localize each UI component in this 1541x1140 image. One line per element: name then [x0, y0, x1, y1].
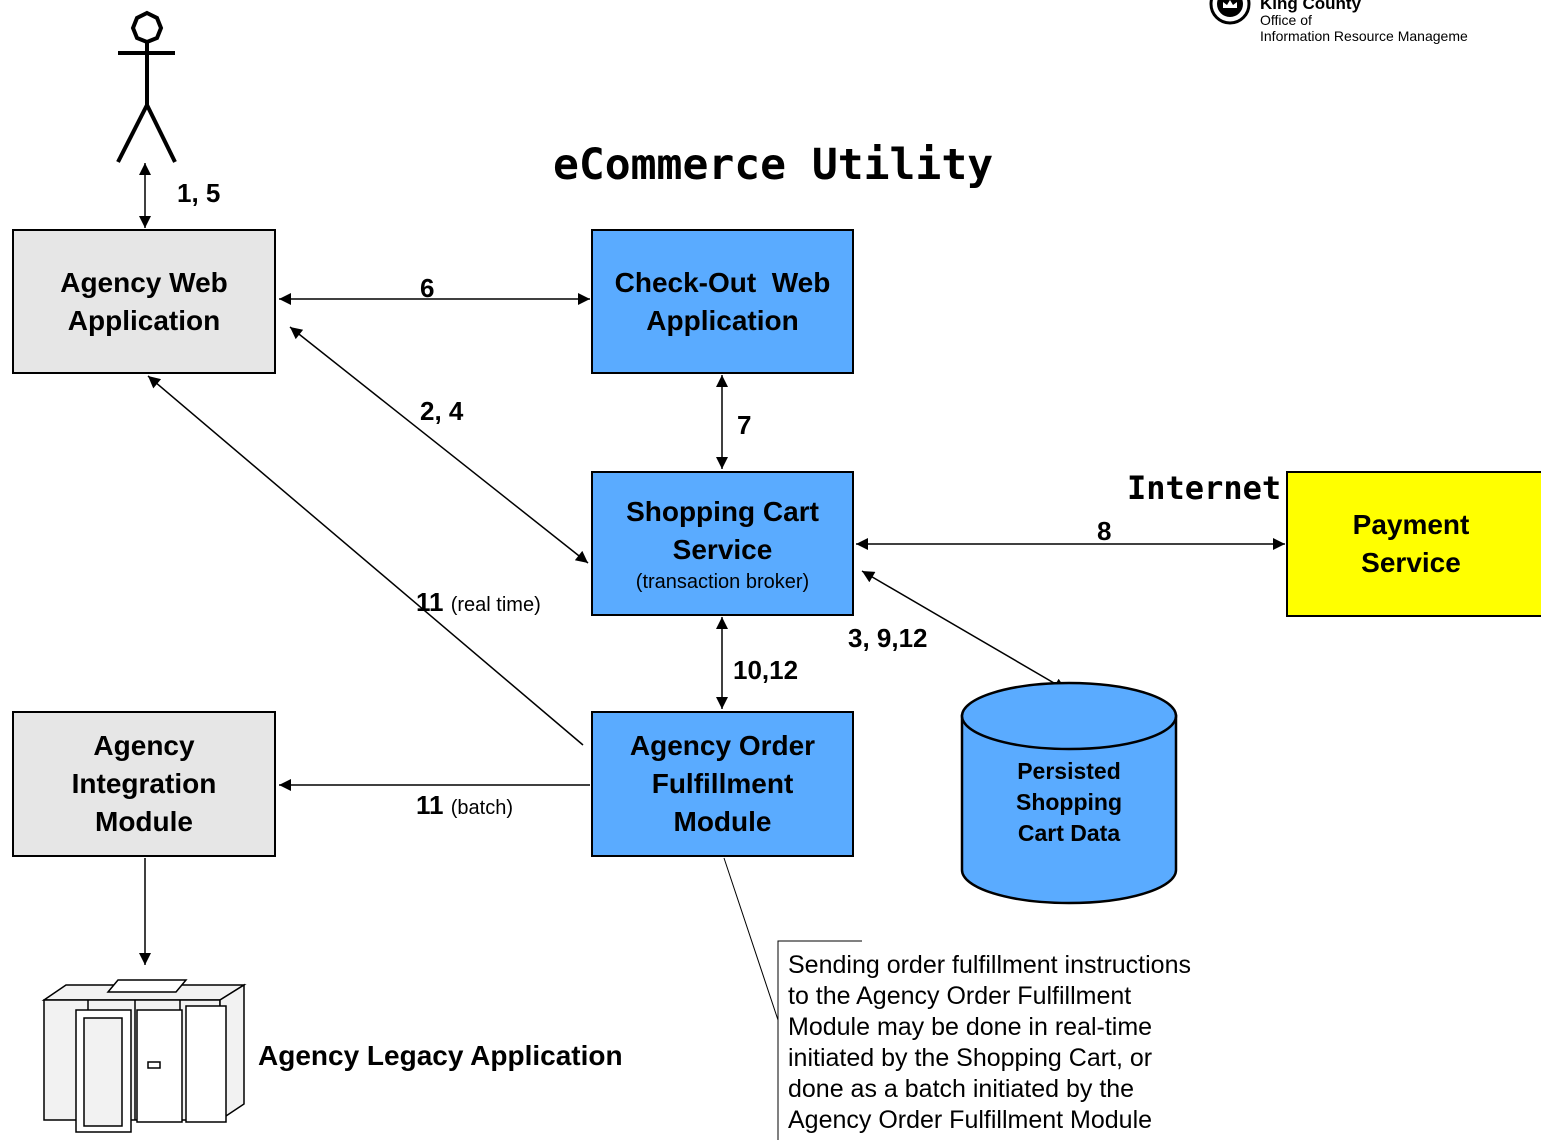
- legacy-server-icon: [41, 979, 247, 1133]
- persisted-line3: Cart Data: [1017, 820, 1121, 846]
- logo-org-name: King County: [1260, 0, 1362, 13]
- edge-label-fulfill-integration-num: 11: [416, 790, 444, 820]
- edge-label-cart-persist: 3, 9,12: [848, 623, 928, 653]
- note-border: [777, 940, 862, 1140]
- payment-line2: Service: [1361, 547, 1461, 578]
- edge-label-fulfill-web-num: 11: [416, 587, 444, 617]
- edge-label-web-checkout: 6: [420, 273, 435, 303]
- edge-cart-persist: [861, 570, 1067, 691]
- integration-line2: Integration: [71, 768, 217, 799]
- edge-label-cart-fulfill: 10,12: [733, 655, 799, 685]
- fulfillment-line3: Module: [673, 806, 772, 837]
- edge-label-fulfill-web: 11 (real time): [416, 587, 541, 618]
- edge-label-fulfill-integration-note: (batch): [450, 797, 513, 819]
- cart-line2: Service: [672, 533, 773, 565]
- edge-label-fulfill-web-note: (real time): [450, 594, 541, 616]
- fulfillment-note: Sending order fulfillment instructions t…: [778, 940, 1298, 1136]
- order-fulfillment-module-box: Agency Order Fulfillment Module: [591, 711, 854, 857]
- payment-service-box: Payment Service: [1286, 471, 1541, 617]
- note-pointer: [723, 857, 779, 1021]
- note-line: to the Agency Order Fulfillment: [788, 982, 1132, 1010]
- edge-label-cart-payment: 8: [1097, 516, 1112, 546]
- checkout-line2: Application: [646, 304, 799, 336]
- note-line: done as a batch initiated by the: [788, 1075, 1135, 1103]
- integration-line1: Agency: [93, 730, 195, 761]
- agency-integration-module-box: Agency Integration Module: [12, 711, 276, 857]
- fulfillment-line1: Agency Order: [629, 730, 816, 761]
- note-line: initiated by the Shopping Cart, or: [788, 1044, 1153, 1072]
- legacy-application-label: Agency Legacy Application: [258, 1040, 623, 1071]
- note-line: Module may be done in real-time: [788, 1013, 1153, 1041]
- diagram-title: eCommerce Utility: [553, 140, 994, 190]
- agency-web-application-box: Agency Web Application: [12, 229, 276, 374]
- persisted-data-label: Persisted Shopping Cart Data: [962, 756, 1176, 849]
- integration-line3: Module: [95, 806, 193, 837]
- fulfillment-line2: Fulfillment: [651, 768, 794, 799]
- edge-label-fulfill-integration: 11 (batch): [416, 790, 513, 821]
- logo-line-2: Information Resource Manageme: [1260, 28, 1468, 44]
- note-line: Agency Order Fulfillment Module: [788, 1106, 1153, 1134]
- persisted-line1: Persisted: [1017, 758, 1121, 784]
- king-county-logo-icon: [1209, 0, 1251, 25]
- edge-fulfill-web: [147, 375, 584, 746]
- cart-line1: Shopping Cart: [626, 495, 819, 527]
- user-actor-icon: [116, 10, 177, 163]
- edge-label-web-cart: 2, 4: [420, 396, 464, 426]
- cart-sub: (transaction broker): [635, 570, 810, 593]
- agency-web-app-line2: Application: [67, 304, 221, 336]
- persisted-line2: Shopping: [1015, 789, 1123, 815]
- king-county-logo: King County Office of Information Resour…: [1260, 0, 1468, 44]
- note-line: Sending order fulfillment instructions: [788, 951, 1191, 979]
- internet-label: Internet: [1127, 469, 1282, 507]
- agency-web-app-line1: Agency Web: [60, 266, 228, 298]
- shopping-cart-service-box: Shopping Cart Service (transaction broke…: [591, 471, 854, 616]
- edge-label-user-web: 1, 5: [177, 178, 221, 208]
- logo-line-1: Office of: [1260, 12, 1312, 28]
- database-cylinder-icon: [960, 681, 1178, 905]
- checkout-line1: Check-Out Web: [614, 266, 831, 298]
- edge-label-checkout-cart: 7: [737, 410, 752, 440]
- payment-line1: Payment: [1352, 509, 1470, 540]
- edge-web-cart: [289, 326, 589, 564]
- checkout-web-application-box: Check-Out Web Application: [591, 229, 854, 374]
